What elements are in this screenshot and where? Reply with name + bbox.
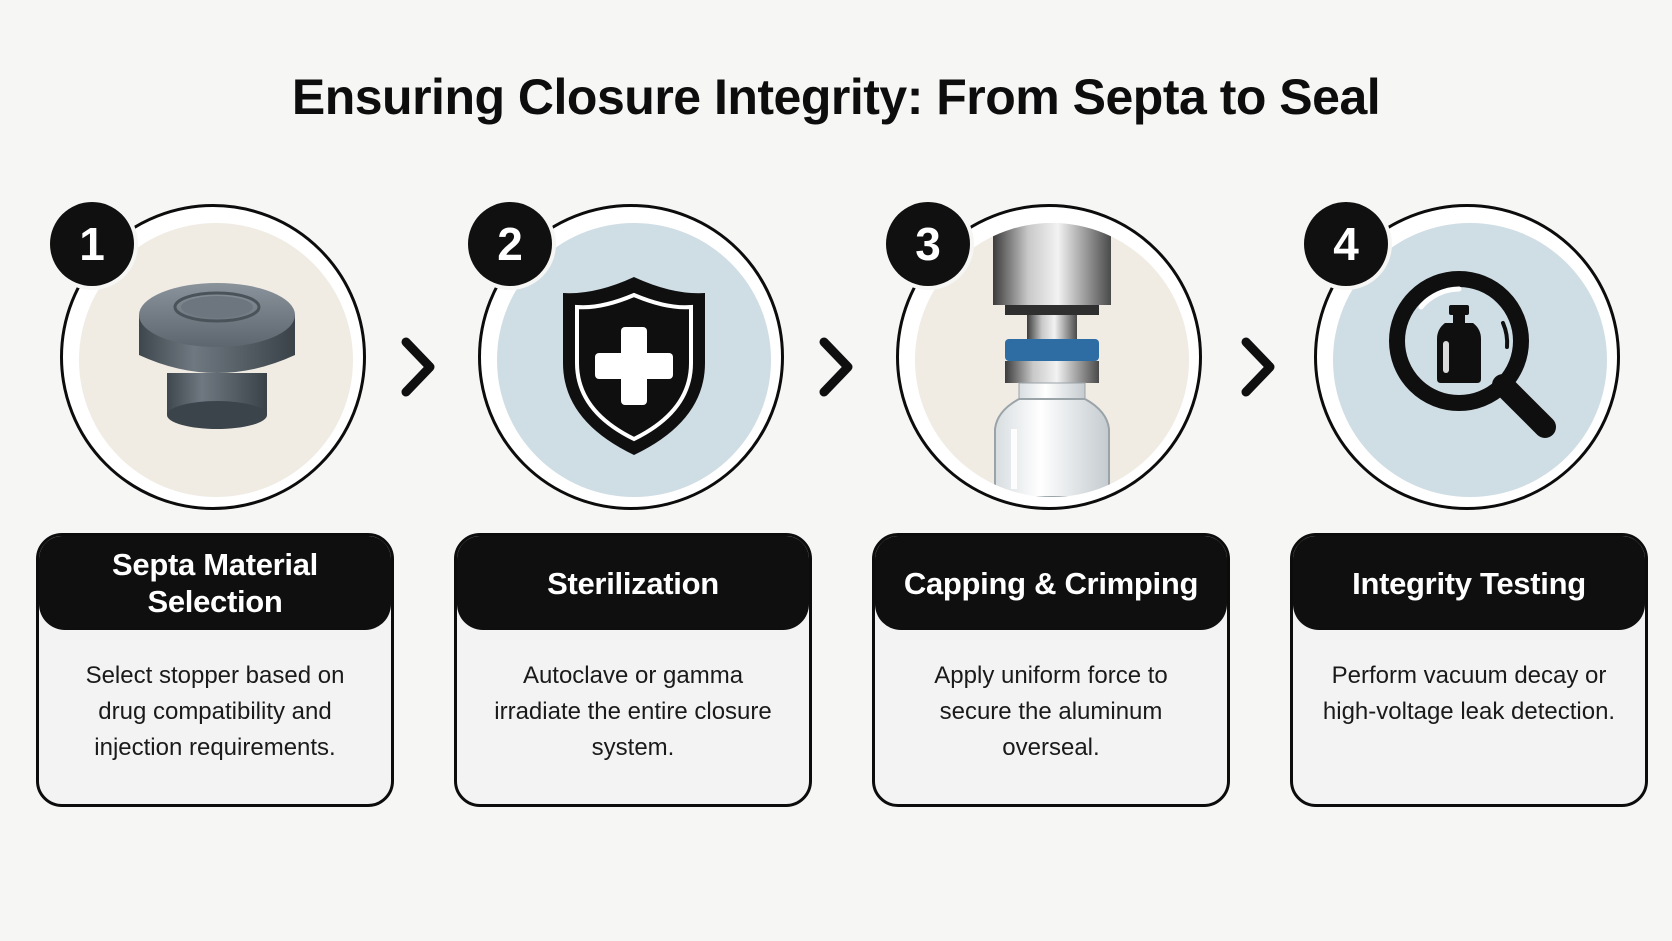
rubber-stopper-icon	[139, 283, 295, 429]
step-2-heading: Sterilization	[457, 536, 809, 630]
page-title: Ensuring Closure Integrity: From Septa t…	[291, 69, 1381, 125]
step-4-illustration: 4	[1304, 202, 1620, 510]
step-4-heading: Integrity Testing	[1293, 536, 1645, 630]
step-3-card: Capping & Crimping Apply uniform force t…	[872, 533, 1230, 807]
step-3-heading: Capping & Crimping	[875, 536, 1227, 630]
step-1-number-badge: 1	[50, 202, 134, 286]
step-2-card: Sterilization Autoclave or gamma irradia…	[454, 533, 812, 807]
step-1-description: Select stopper based on drug compatibili…	[85, 662, 345, 761]
step-2: 2 Sterilization Autoclave or gamma irrad…	[454, 0, 814, 941]
chevron-right-icon	[1241, 337, 1275, 397]
chevron-right-icon	[819, 337, 853, 397]
chevron-right-icon	[401, 337, 435, 397]
shield-plus-icon	[563, 277, 705, 455]
step-2-illustration: 2	[468, 202, 784, 510]
step-1-circle-fill	[79, 223, 353, 497]
step-1-card: Septa Material Selection Select stopper …	[36, 533, 394, 807]
step-3: 3 Capping & Crimping Apply uniform force…	[872, 0, 1232, 941]
step-4-card: Integrity Testing Perform vacuum decay o…	[1290, 533, 1648, 807]
step-2-number-badge: 2	[468, 202, 552, 286]
step-3-illustration: 3	[886, 202, 1202, 510]
step-1-illustration: 1	[50, 202, 366, 510]
step-1-heading: Septa Material Selection	[39, 536, 391, 630]
step-3-number-badge: 3	[886, 202, 970, 286]
crimping-vial-icon	[993, 223, 1111, 497]
step-4: 4 Integrity Testing Perform vacuum decay…	[1290, 0, 1650, 941]
step-3-description: Apply uniform force to secure the alumin…	[934, 662, 1168, 761]
step-1-circle	[60, 204, 366, 510]
step-4-number-badge: 4	[1304, 202, 1388, 286]
step-4-description: Perform vacuum decay or high-voltage lea…	[1322, 662, 1616, 725]
magnifier-vial-icon	[1389, 271, 1556, 438]
step-2-description: Autoclave or gamma irradiate the entire …	[494, 662, 772, 761]
step-1: 1 Septa Material Selection Select stoppe…	[36, 0, 396, 941]
